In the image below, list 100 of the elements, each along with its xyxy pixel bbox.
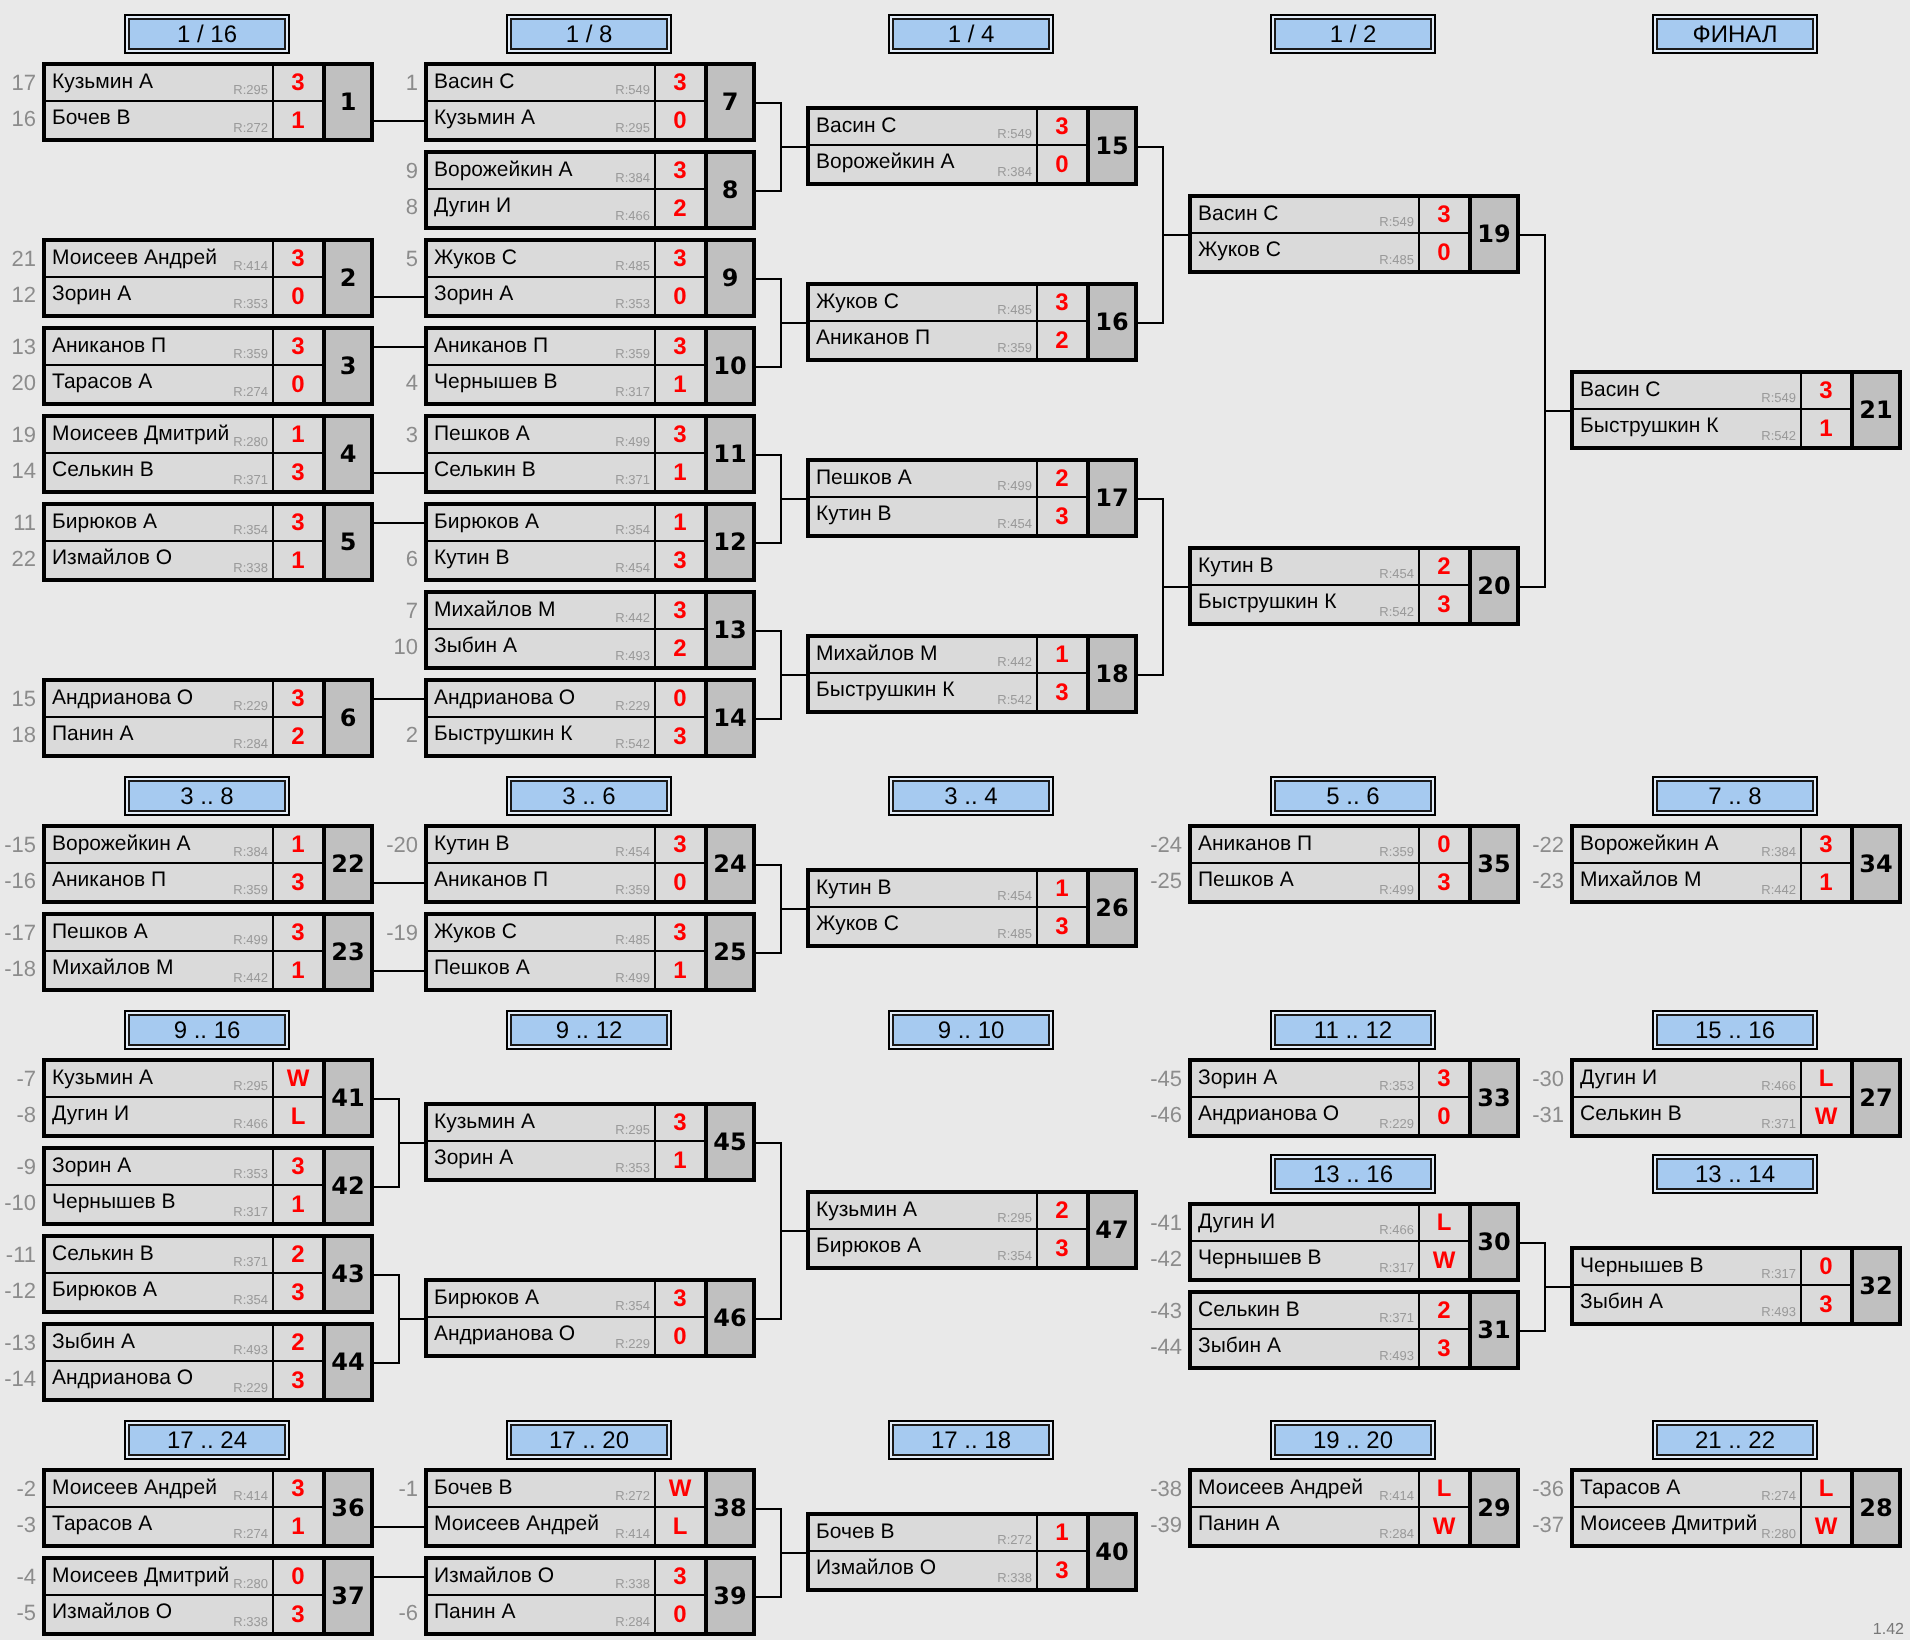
match-number: 45 xyxy=(704,1106,752,1178)
match-box xyxy=(424,1102,756,1182)
player-name: Ворожейкин А xyxy=(816,150,955,176)
player-name: Зорин А xyxy=(434,1146,514,1172)
round-header: 11 .. 12 xyxy=(1270,1010,1436,1050)
round-header: 15 .. 16 xyxy=(1652,1010,1818,1050)
match-number: 11 xyxy=(704,418,752,490)
seed-number: 19 xyxy=(11,422,36,452)
match-box xyxy=(424,678,756,758)
match-number: 46 xyxy=(704,1282,752,1354)
match-box xyxy=(42,912,374,992)
seed-number: -39 xyxy=(1150,1512,1182,1542)
player-name: Измайлов О xyxy=(434,1564,555,1590)
match-box xyxy=(1188,194,1520,274)
round-header: 17 .. 18 xyxy=(888,1420,1054,1460)
match-box xyxy=(42,326,374,406)
match-box xyxy=(42,678,374,758)
match-number: 25 xyxy=(704,916,752,988)
round-header: 1 / 2 xyxy=(1270,14,1436,54)
round-header: 19 .. 20 xyxy=(1270,1420,1436,1460)
player-name: Жуков С xyxy=(434,246,517,272)
match-box xyxy=(1188,1468,1520,1548)
seed-number: -44 xyxy=(1150,1334,1182,1364)
bracket-line xyxy=(373,1318,425,1364)
player-name: Панин А xyxy=(52,722,134,748)
player-name: Васин С xyxy=(1580,378,1661,404)
player-name: Бирюков А xyxy=(52,510,158,536)
seed-number: -42 xyxy=(1150,1246,1182,1276)
match-box xyxy=(42,1146,374,1226)
seed-number: 7 xyxy=(405,598,418,628)
seed-number: -41 xyxy=(1150,1210,1182,1240)
match-box xyxy=(424,150,756,230)
seed-number: -12 xyxy=(4,1278,36,1308)
player-name: Жуков С xyxy=(434,920,517,946)
player-name: Быструшкин К xyxy=(434,722,573,748)
seed-number: 15 xyxy=(11,686,36,716)
player-name: Жуков С xyxy=(816,912,899,938)
match-box xyxy=(1188,546,1520,626)
seed-number: -38 xyxy=(1150,1476,1182,1506)
match-number: 21 xyxy=(1850,374,1898,446)
match-number: 5 xyxy=(322,506,370,578)
round-header: 13 .. 16 xyxy=(1270,1154,1436,1194)
bracket-line xyxy=(373,698,425,700)
match-box xyxy=(424,912,756,992)
seed-number: -23 xyxy=(1532,868,1564,898)
bracket-line xyxy=(755,322,807,368)
seed-number: 22 xyxy=(11,546,36,576)
match-box xyxy=(424,414,756,494)
bracket-line xyxy=(755,1552,807,1598)
player-name: Тарасов А xyxy=(52,370,153,396)
round-header: 9 .. 10 xyxy=(888,1010,1054,1050)
match-box xyxy=(1188,824,1520,904)
match-box xyxy=(806,1190,1138,1270)
match-box xyxy=(42,238,374,318)
round-header: 21 .. 22 xyxy=(1652,1420,1818,1460)
seed-number: -4 xyxy=(16,1564,36,1594)
match-number: 35 xyxy=(1468,828,1516,900)
player-name: Пешков А xyxy=(434,422,530,448)
round-header: 13 .. 14 xyxy=(1652,1154,1818,1194)
seed-number: -10 xyxy=(4,1190,36,1220)
seed-number: 20 xyxy=(11,370,36,400)
bracket-line xyxy=(1519,1286,1571,1332)
player-name: Бочев В xyxy=(434,1476,513,1502)
bracket-line xyxy=(373,1526,425,1528)
player-name: Кузьмин А xyxy=(434,106,535,132)
round-header: 1 / 16 xyxy=(124,14,290,54)
bracket-line xyxy=(755,498,807,544)
player-name: Зыбин А xyxy=(1580,1290,1663,1316)
player-name: Селькин В xyxy=(52,1242,154,1268)
match-number: 17 xyxy=(1086,462,1134,534)
match-number: 20 xyxy=(1468,550,1516,622)
match-number: 4 xyxy=(322,418,370,490)
player-name: Зыбин А xyxy=(52,1330,135,1356)
seed-number: -8 xyxy=(16,1102,36,1132)
seed-number: 11 xyxy=(13,510,36,540)
player-name: Селькин В xyxy=(52,458,154,484)
seed-number: -1 xyxy=(398,1476,418,1506)
match-number: 14 xyxy=(704,682,752,754)
player-name: Андрианова О xyxy=(1198,1102,1339,1128)
bracket-line xyxy=(1519,410,1571,588)
match-number: 8 xyxy=(704,154,752,226)
player-name: Аниканов П xyxy=(52,868,167,894)
player-name: Бирюков А xyxy=(52,1278,158,1304)
seed-number: 16 xyxy=(11,106,36,136)
player-name: Моисеев Андрей xyxy=(434,1512,599,1538)
match-number: 41 xyxy=(322,1062,370,1134)
match-box xyxy=(1188,1058,1520,1138)
seed-number: -18 xyxy=(4,956,36,986)
player-name: Дугин И xyxy=(52,1102,130,1128)
player-name: Тарасов А xyxy=(1580,1476,1681,1502)
bracket-line xyxy=(1137,234,1189,324)
player-name: Пешков А xyxy=(1198,868,1294,894)
seed-number: -3 xyxy=(16,1512,36,1542)
match-box xyxy=(424,1556,756,1636)
seed-number: 4 xyxy=(405,370,418,400)
match-number: 12 xyxy=(704,506,752,578)
player-name: Зорин А xyxy=(52,282,132,308)
player-name: Аниканов П xyxy=(52,334,167,360)
player-name: Кузьмин А xyxy=(52,1066,153,1092)
player-name: Бирюков А xyxy=(816,1234,922,1260)
